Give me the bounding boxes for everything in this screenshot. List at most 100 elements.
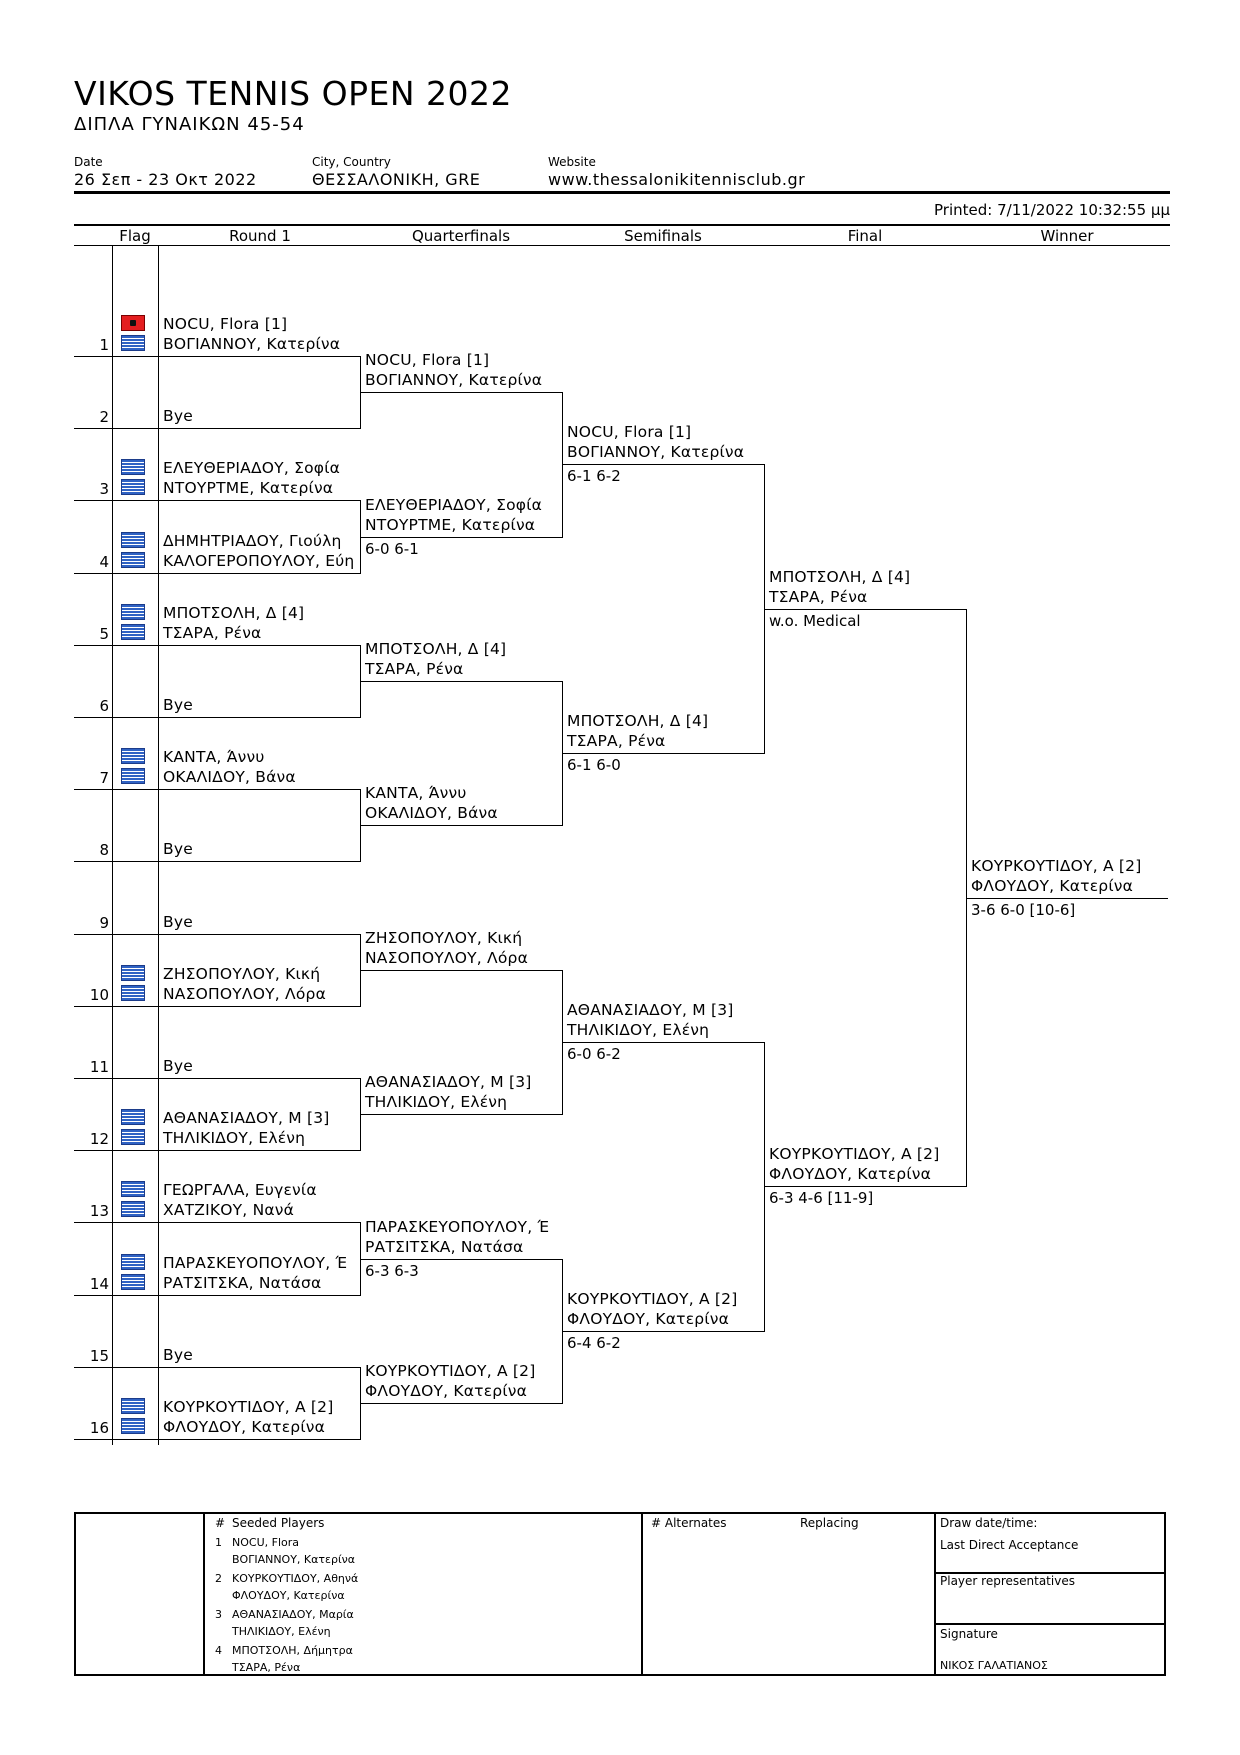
round1-slot-line (74, 1078, 360, 1079)
last-direct-acceptance-label: Last Direct Acceptance (940, 1538, 1079, 1552)
flag-column-right-rule (158, 245, 159, 1445)
round1-player-1: ΠΑΡΑΣΚΕΥΟΠΟΥΛΟΥ, Έ (163, 1254, 348, 1272)
quarterfinals-player-1: ΚΑΝΤΑ, Άννυ (365, 784, 467, 802)
seed-number: 3 (215, 1608, 222, 1621)
quarterfinals-connector (360, 1222, 361, 1296)
greece-flag-icon (121, 748, 145, 764)
quarterfinals-slot-line (361, 1114, 562, 1115)
winner-slot-line (967, 898, 1168, 899)
round1-slot-line (74, 1367, 360, 1368)
final-player-1: ΜΠΟΤΣΟΛΗ, Δ [4] (769, 568, 911, 586)
footer-divider-2 (641, 1512, 643, 1676)
footer-box (74, 1512, 1166, 1676)
round1-slot-line (74, 1295, 360, 1296)
round1-slot-line (74, 1222, 360, 1223)
draw-position-number: 12 (89, 1130, 109, 1148)
final-connector (764, 464, 765, 754)
greece-flag-icon (121, 1181, 145, 1197)
final-connector (764, 1042, 765, 1332)
draw-position-number: 15 (89, 1347, 109, 1365)
greece-flag-icon (121, 1274, 145, 1290)
greece-flag-icon (121, 1398, 145, 1414)
round1-player-1: ΚΑΝΤΑ, Άννυ (163, 748, 265, 766)
quarterfinals-connector (360, 934, 361, 1007)
final-player-2: ΤΣΑΡΑ, Ρένα (769, 588, 868, 606)
greece-flag-icon (121, 532, 145, 548)
col-header-final: Final (847, 227, 883, 245)
greece-flag-icon (121, 1418, 145, 1434)
quarterfinals-player-2: ΟΚΑΛΙΔΟΥ, Βάνα (365, 804, 498, 822)
round1-player-2: ΒΟΓΙΑΝΝΟΥ, Κατερίνα (163, 335, 341, 353)
player-representatives-label: Player representatives (940, 1574, 1075, 1588)
round1-slot-line (74, 428, 360, 429)
semifinals-connector (562, 970, 563, 1115)
col-header-semifinals: Semifinals (624, 227, 702, 245)
col-header-flag: Flag (119, 227, 151, 245)
semifinals-slot-line (563, 1331, 764, 1332)
quarterfinals-slot-line (361, 392, 562, 393)
semifinals-slot-line (563, 1042, 764, 1043)
round1-player-2: ΤΣΑΡΑ, Ρένα (163, 624, 262, 642)
quarterfinals-player-1: ΖΗΣΟΠΟΥΛΟΥ, Κική (365, 929, 523, 947)
seed-player-2: ΤΣΑΡΑ, Ρένα (232, 1661, 301, 1674)
date-value: 26 Σεπ - 23 Οκτ 2022 (74, 170, 257, 189)
round1-slot-line (74, 789, 360, 790)
final-slot-line (765, 609, 966, 610)
quarterfinals-slot-line (361, 970, 562, 971)
replacing-label: Replacing (800, 1516, 859, 1530)
final-slot-line (765, 1186, 966, 1187)
seed-player-1: ΑΘΑΝΑΣΙΑΔΟΥ, Μαρία (232, 1608, 354, 1621)
semifinals-score: 6-1 6-2 (567, 467, 621, 485)
semifinals-player-2: ΦΛΟΥΔΟΥ, Κατερίνα (567, 1310, 730, 1328)
footer-rule-1 (934, 1572, 1166, 1574)
quarterfinals-player-1: NOCU, Flora [1] (365, 351, 490, 369)
quarterfinals-player-2: ΡΑΤΣΙΤΣΚΑ, Νατάσα (365, 1238, 524, 1256)
round1-player-2: ΟΚΑΛΙΔΟΥ, Βάνα (163, 768, 296, 786)
city-label: City, Country (312, 155, 391, 169)
round1-player-2: Bye (163, 840, 193, 858)
round1-slot-line (74, 573, 360, 574)
round1-player-2: ΧΑΤΖΙΚΟΥ, Νανά (163, 1201, 295, 1219)
column-header-top-rule (74, 224, 1170, 226)
website-label: Website (548, 155, 596, 169)
quarterfinals-player-1: ΜΠΟΤΣΟΛΗ, Δ [4] (365, 640, 507, 658)
greece-flag-icon (121, 1109, 145, 1125)
greece-flag-icon (121, 479, 145, 495)
semifinals-score: 6-4 6-2 (567, 1334, 621, 1352)
signatory-name: ΝΙΚΟΣ ΓΑΛΑΤΙΑΝΟΣ (940, 1659, 1048, 1672)
greece-flag-icon (121, 552, 145, 568)
draw-position-number: 10 (89, 986, 109, 1004)
greece-flag-icon (121, 624, 145, 640)
seed-player-2: ΦΛΟΥΔΟΥ, Κατερίνα (232, 1589, 345, 1602)
round1-slot-line (74, 645, 360, 646)
seed-player-1: NOCU, Flora (232, 1536, 299, 1549)
semifinals-score: 6-1 6-0 (567, 756, 621, 774)
draw-position-number: 3 (99, 480, 109, 498)
winner-score: 3-6 6-0 [10-6] (971, 901, 1076, 919)
seed-player-1: ΚΟΥΡΚΟΥΤΙΔΟΥ, Αθηνά (232, 1572, 359, 1585)
semifinals-score: 6-0 6-2 (567, 1045, 621, 1063)
round1-player-2: ΝΤΟΥΡΤΜΕ, Κατερίνα (163, 479, 334, 497)
round1-player-1: ΔΗΜΗΤΡΙΑΔΟΥ, Γιούλη (163, 532, 342, 550)
flag-column-left-rule (112, 245, 113, 1445)
seed-number: 1 (215, 1536, 222, 1549)
greece-flag-icon (121, 1254, 145, 1270)
quarterfinals-slot-line (361, 1403, 562, 1404)
greece-flag-icon (121, 604, 145, 620)
alternates-label: # Alternates (651, 1516, 727, 1530)
semifinals-player-1: ΑΘΑΝΑΣΙΑΔΟΥ, Μ [3] (567, 1001, 734, 1019)
draw-position-number: 6 (99, 697, 109, 715)
round1-player-2: ΝΑΣΟΠΟΥΛΟΥ, Λόρα (163, 985, 326, 1003)
round1-slot-line (74, 1006, 360, 1007)
quarterfinals-player-1: ΑΘΑΝΑΣΙΑΔΟΥ, Μ [3] (365, 1073, 532, 1091)
round1-slot-line (74, 500, 360, 501)
round1-slot-line (74, 934, 360, 935)
quarterfinals-score: 6-3 6-3 (365, 1262, 419, 1280)
seed-number: 2 (215, 1572, 222, 1585)
round1-player-1: NOCU, Flora [1] (163, 315, 288, 333)
draw-position-number: 1 (99, 336, 109, 354)
quarterfinals-score: 6-0 6-1 (365, 540, 419, 558)
final-player-2: ΦΛΟΥΔΟΥ, Κατερίνα (769, 1165, 932, 1183)
round1-player-1: ΕΛΕΥΘΕΡΙΑΔΟΥ, Σοφία (163, 459, 341, 477)
col-header-winner: Winner (1040, 227, 1094, 245)
